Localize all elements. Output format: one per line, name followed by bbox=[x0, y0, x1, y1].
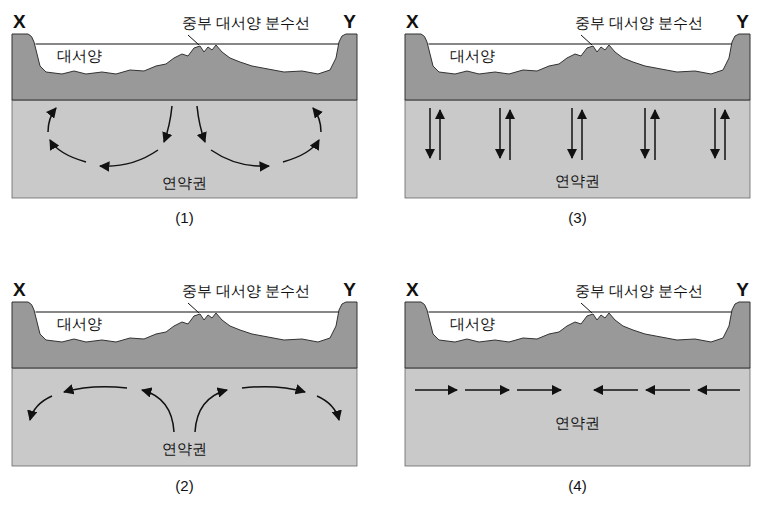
plate-letter: X bbox=[13, 280, 26, 300]
cross-section bbox=[405, 302, 750, 466]
plate-letter: Y bbox=[736, 280, 749, 300]
cross-section bbox=[12, 34, 357, 198]
asthenosphere-band: 연약권 bbox=[405, 100, 750, 198]
ocean-label: 대서양 bbox=[57, 315, 102, 333]
plate-letter: Y bbox=[343, 280, 356, 300]
panel-number: (1) bbox=[175, 209, 193, 227]
plate-letter: X bbox=[406, 12, 419, 32]
asthenosphere-band: 연약권 bbox=[405, 368, 750, 466]
cross-section bbox=[405, 34, 750, 198]
horizontal-arrows bbox=[415, 389, 740, 391]
ridge-label: 중부 대서양 분수선 bbox=[182, 282, 310, 300]
asthenosphere-band: 연약권 bbox=[12, 368, 357, 466]
convection-arrows bbox=[48, 106, 321, 166]
up-down-arrows bbox=[430, 108, 725, 160]
asthenosphere-band: 연약권 bbox=[12, 100, 357, 198]
layer-label: 연약권 bbox=[162, 440, 207, 458]
panel-number: (3) bbox=[568, 209, 586, 227]
convection-arrows bbox=[30, 387, 339, 432]
panel-number: (4) bbox=[568, 477, 586, 495]
plate-letter: X bbox=[406, 280, 419, 300]
ocean-label: 대서양 bbox=[450, 47, 495, 65]
ocean-label: 대서양 bbox=[57, 47, 102, 65]
plate-letter: Y bbox=[343, 12, 356, 32]
cross-section bbox=[12, 302, 357, 466]
layer-label: 연약권 bbox=[555, 414, 600, 432]
ocean-label: 대서양 bbox=[450, 315, 495, 333]
plate-letter: X bbox=[13, 12, 26, 32]
panel-number: (2) bbox=[175, 477, 193, 495]
ridge-label: 중부 대서양 분수선 bbox=[575, 282, 703, 300]
layer-label: 연약권 bbox=[555, 172, 600, 190]
ridge-label: 중부 대서양 분수선 bbox=[182, 14, 310, 32]
layer-label: 연약권 bbox=[162, 174, 207, 192]
plate-letter: Y bbox=[736, 12, 749, 32]
ridge-label: 중부 대서양 분수선 bbox=[575, 14, 703, 32]
